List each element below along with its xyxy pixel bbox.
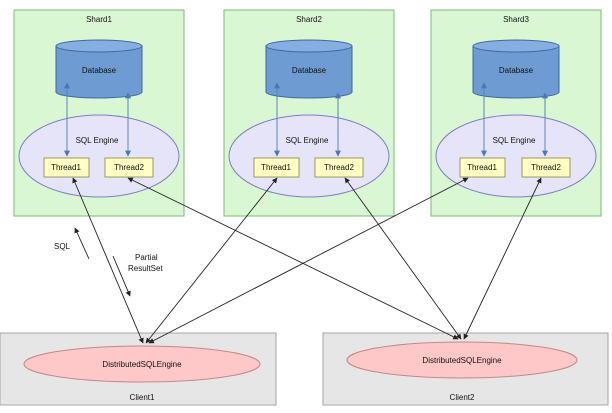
shard2-title: Shard2 <box>296 15 322 24</box>
shard2-thread2-box <box>314 157 364 178</box>
client2-shard3-thread2-link <box>463 177 542 340</box>
shard2-engine-label: SQL Engine <box>286 136 329 145</box>
shard3-thread2-box <box>521 157 571 178</box>
client1-title: Client1 <box>130 393 155 402</box>
shard3-engine-label: SQL Engine <box>493 136 536 145</box>
shard3-database-label: Database <box>499 66 534 75</box>
shard2-sql-engine <box>228 114 390 198</box>
shard1-engine-label: SQL Engine <box>76 136 119 145</box>
shard1-database-label: Database <box>82 66 117 75</box>
partial-annotation-line2: ResultSet <box>128 264 163 273</box>
client1-container: DistributedSQLEngine Client1 <box>0 332 277 406</box>
shard3-container: Shard3 Database SQL Engine Thread1 Threa… <box>430 9 602 217</box>
shard3-sql-engine <box>435 114 597 198</box>
partial-annotation-line1: Partial <box>135 253 158 262</box>
client2-container: DistributedSQLEngine Client2 <box>322 332 609 406</box>
shard1-thread1-box <box>43 157 90 178</box>
client2-connections <box>127 177 542 340</box>
sql-annotation-label: SQL <box>54 242 71 251</box>
partial-resultset-arrow <box>112 255 131 297</box>
shard3-database-icon <box>472 39 560 99</box>
shard3-thread2-label: Thread2 <box>531 163 561 172</box>
shard3-title: Shard3 <box>503 15 529 24</box>
shard1-database-icon <box>55 39 143 99</box>
shard1-thread1-label: Thread1 <box>51 163 81 172</box>
shard3-thread1-label: Thread1 <box>467 163 497 172</box>
client2-title: Client2 <box>450 393 475 402</box>
client2-shard2-thread2-link <box>344 177 462 340</box>
shard1-thread2-label: Thread2 <box>114 163 144 172</box>
client1-distributed-engine <box>23 345 261 383</box>
shard2-database-icon <box>265 39 353 99</box>
shard2-thread2-label: Thread2 <box>324 163 354 172</box>
shard1-container: Shard1 Database SQL Engine Thread1 Threa… <box>13 9 185 217</box>
sql-request-arrow <box>74 227 90 260</box>
client1-engine-label: DistributedSQLEngine <box>102 360 182 369</box>
shard2-thread1-label: Thread1 <box>261 163 291 172</box>
shard1-thread2-box <box>104 157 154 178</box>
client2-engine-label: DistributedSQLEngine <box>422 356 502 365</box>
shard1-title: Shard1 <box>86 15 112 24</box>
shard2-thread1-box <box>253 157 300 178</box>
request-response-annotation: SQL Partial ResultSet <box>54 227 163 297</box>
shard2-database-label: Database <box>292 66 327 75</box>
shard3-thread1-box <box>459 157 506 178</box>
shard1-sql-engine <box>18 114 180 198</box>
shard2-container: Shard2 Database SQL Engine Thread1 Threa… <box>223 9 395 217</box>
